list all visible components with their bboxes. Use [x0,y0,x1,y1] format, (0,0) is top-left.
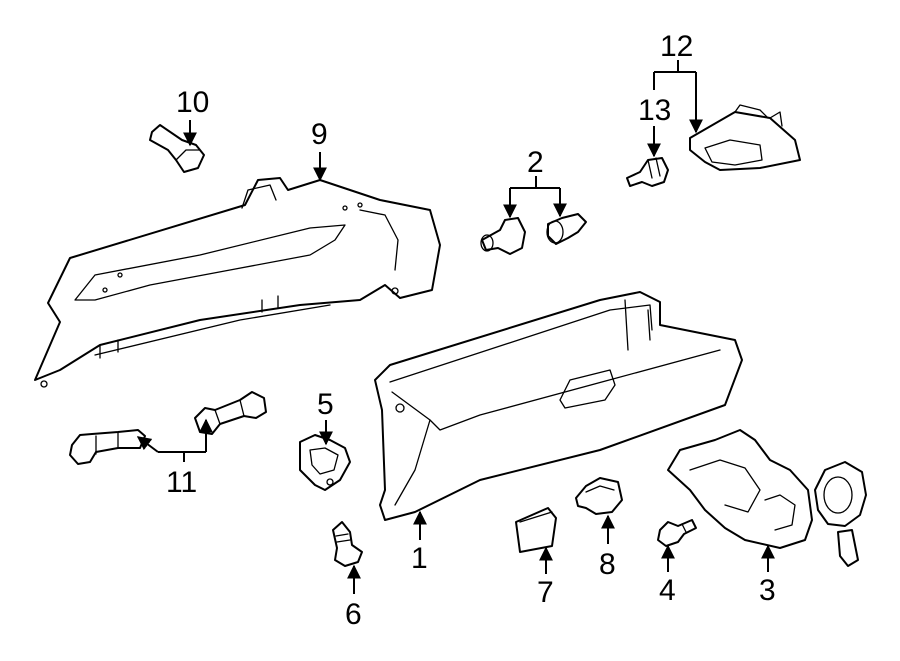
callout-10: 10 [176,86,209,119]
callout-11: 11 [166,466,197,499]
part-2-bumpers [480,213,587,255]
part-12-lock-cylinder [689,104,801,171]
part-8-bumper [575,477,623,515]
callout-3: 3 [759,574,776,607]
part-9-finish-panel [34,177,441,388]
callout-9: 9 [311,118,328,151]
callout-5: 5 [317,388,334,421]
callout-1: 1 [411,542,428,575]
callout-4: 4 [659,574,676,607]
callout-2: 2 [527,146,544,179]
part-5-bracket [299,434,351,491]
part-3-lock-assembly [667,429,867,567]
callout-12: 12 [660,30,693,63]
leader-lines [136,60,775,594]
part-11-bumpers [69,391,267,465]
part-13-screw [626,157,669,187]
part-7-cover [515,507,557,553]
part-1-glove-box [374,291,743,521]
callout-13: 13 [638,94,671,127]
callout-8: 8 [599,548,616,581]
part-6-screw [332,521,363,567]
callout-7: 7 [537,576,554,609]
callout-labels: 10 9 2 12 13 5 11 1 6 7 8 4 3 [166,30,776,631]
callout-6: 6 [345,598,362,631]
part-10-clip [149,124,205,173]
part-4-screw [657,519,697,547]
